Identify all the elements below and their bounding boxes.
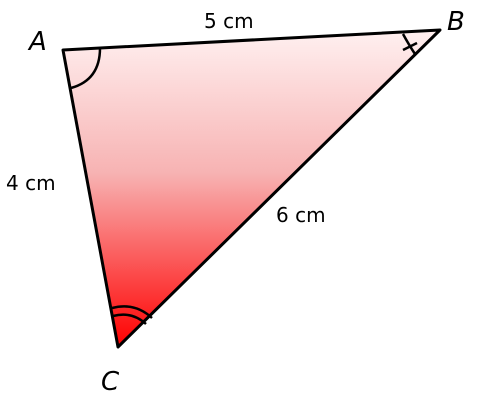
vertex-label-b: B [447, 7, 465, 37]
side-label-ab: 5 cm [204, 9, 254, 33]
angle-mark-b [401, 33, 417, 55]
angle-mark-c-outer [111, 305, 153, 319]
angle-mark-c-inner [112, 313, 147, 325]
vertex-label-a: A [27, 27, 47, 57]
vertex-label-c: C [101, 367, 120, 396]
side-label-ac: 4 cm [6, 171, 56, 195]
side-label-bc: 6 cm [276, 203, 326, 227]
angle-tick-b [402, 41, 418, 52]
angle-mark-a [70, 47, 102, 90]
triangle-abc [61, 28, 442, 349]
